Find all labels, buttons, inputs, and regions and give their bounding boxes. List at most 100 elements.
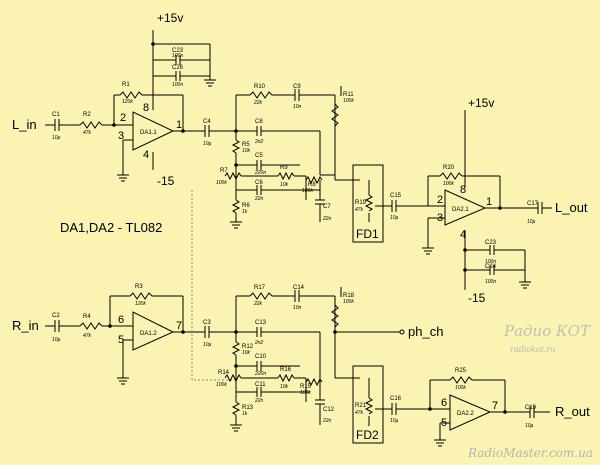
part-label: C12	[323, 407, 335, 413]
pin-label: 6	[118, 314, 124, 326]
port-l-in: L_in	[12, 117, 37, 132]
part-label: R16	[280, 367, 292, 373]
part-value: 10n	[293, 104, 302, 110]
supply-right-pos: +15v	[468, 96, 494, 110]
part-value: 1k	[242, 209, 248, 215]
ground-icon	[434, 439, 446, 447]
part-label: C7	[323, 204, 331, 210]
port-r-in: R_in	[12, 318, 39, 333]
resistor-r25	[449, 376, 473, 384]
part-value: 10k	[280, 182, 289, 188]
resistor-r14	[224, 373, 242, 383]
part-label: C14	[293, 285, 305, 291]
watermark-site: radiokot.ru	[510, 345, 556, 354]
fd1-label: FD1	[356, 227, 379, 241]
part-label: C2	[52, 313, 60, 319]
part-label: R2	[83, 112, 91, 118]
ground-icon	[230, 221, 242, 229]
part-label: C16	[390, 396, 402, 402]
part-value: 120k	[135, 301, 146, 307]
part-value: 47k	[83, 333, 92, 339]
part-label: R19	[355, 200, 367, 206]
ground-icon	[117, 174, 129, 182]
resistor-r3	[129, 292, 153, 300]
part-label: R20	[443, 165, 455, 171]
part-value: 22k	[253, 301, 263, 307]
part-label: R13	[242, 405, 254, 411]
pin-label: 7	[492, 400, 498, 412]
part-label: R3	[135, 284, 143, 290]
part-value: 10k	[280, 384, 289, 390]
ground-icon	[117, 377, 129, 385]
part-label: C26	[172, 65, 184, 71]
resistor-r8	[305, 175, 323, 185]
part-value: 22n	[322, 418, 332, 424]
ground-icon	[204, 79, 216, 87]
capacitor-c1	[54, 119, 60, 131]
resistor-r7	[224, 171, 242, 181]
part-value: 100k	[216, 180, 227, 186]
resistor-r20	[439, 172, 463, 180]
opamp-da1-2-label: DA1.2	[140, 331, 157, 337]
resistor-r21	[364, 397, 374, 415]
part-label: R4	[83, 314, 91, 320]
part-value: 22n	[322, 216, 332, 222]
watermark-brand: Радио КОТ	[503, 322, 591, 340]
part-label: C1	[52, 112, 60, 118]
pin-label: 3	[118, 130, 124, 142]
pin-label: 3	[437, 212, 443, 224]
port-l-out: L_out	[555, 200, 588, 215]
part-label: R14	[218, 370, 230, 376]
opamp-da2-2-label: DA2.2	[457, 411, 474, 417]
part-label: R8	[308, 182, 316, 188]
resistor-r11	[331, 103, 339, 127]
ground-icon	[230, 424, 242, 432]
resistor-r17	[249, 292, 273, 300]
pin-label: 8	[460, 184, 466, 196]
part-label: R7	[220, 168, 228, 174]
part-value: 47k	[83, 130, 92, 136]
part-label: C24	[485, 264, 497, 270]
part-value: 2n2	[254, 139, 264, 145]
resistor-r12	[231, 341, 241, 356]
opamp-da1-1-label: DA1.1	[140, 130, 157, 136]
part-value: 10n	[293, 305, 302, 311]
part-value: 47k	[355, 410, 364, 416]
part-value: 10k	[242, 350, 251, 356]
pin-label: 2	[437, 194, 443, 206]
opamp-da1-2	[132, 311, 175, 351]
opamp-da2-1	[444, 189, 487, 226]
part-label: C15	[390, 193, 402, 199]
resistor-r5	[231, 139, 241, 154]
part-label: C13	[255, 320, 267, 326]
part-value: 22n	[254, 398, 264, 404]
part-value: 100n	[485, 259, 496, 265]
part-label: R21	[355, 403, 367, 409]
supply-top-neg: -15	[157, 174, 175, 188]
pin-label: 1	[176, 119, 182, 131]
chip-note: DA1,DA2 - TL082	[60, 220, 162, 235]
opamp-da2-1-label: DA2.1	[452, 207, 469, 213]
part-value: 100n	[485, 279, 496, 285]
resistor-r2	[79, 121, 103, 129]
fd2-block	[352, 365, 384, 444]
part-value: 22n	[254, 196, 264, 202]
part-value: 220n	[254, 371, 266, 377]
part-label: R9	[280, 165, 288, 171]
part-label: C23	[485, 240, 497, 246]
resistor-r16	[277, 373, 295, 383]
part-value: 120k	[122, 99, 133, 105]
part-value: 100k	[343, 98, 354, 104]
ph-ch-terminal	[399, 329, 405, 335]
part-label: C5	[255, 153, 263, 159]
pin-label: 7	[176, 320, 182, 332]
fd1-block	[352, 164, 384, 243]
part-label: C10	[255, 354, 267, 360]
resistor-r19	[364, 194, 374, 212]
part-label: C3	[203, 320, 211, 326]
resistor-r6	[231, 199, 241, 214]
part-value: 10k	[242, 148, 251, 154]
part-value: 100k	[343, 299, 354, 305]
part-value: 47k	[355, 207, 364, 213]
